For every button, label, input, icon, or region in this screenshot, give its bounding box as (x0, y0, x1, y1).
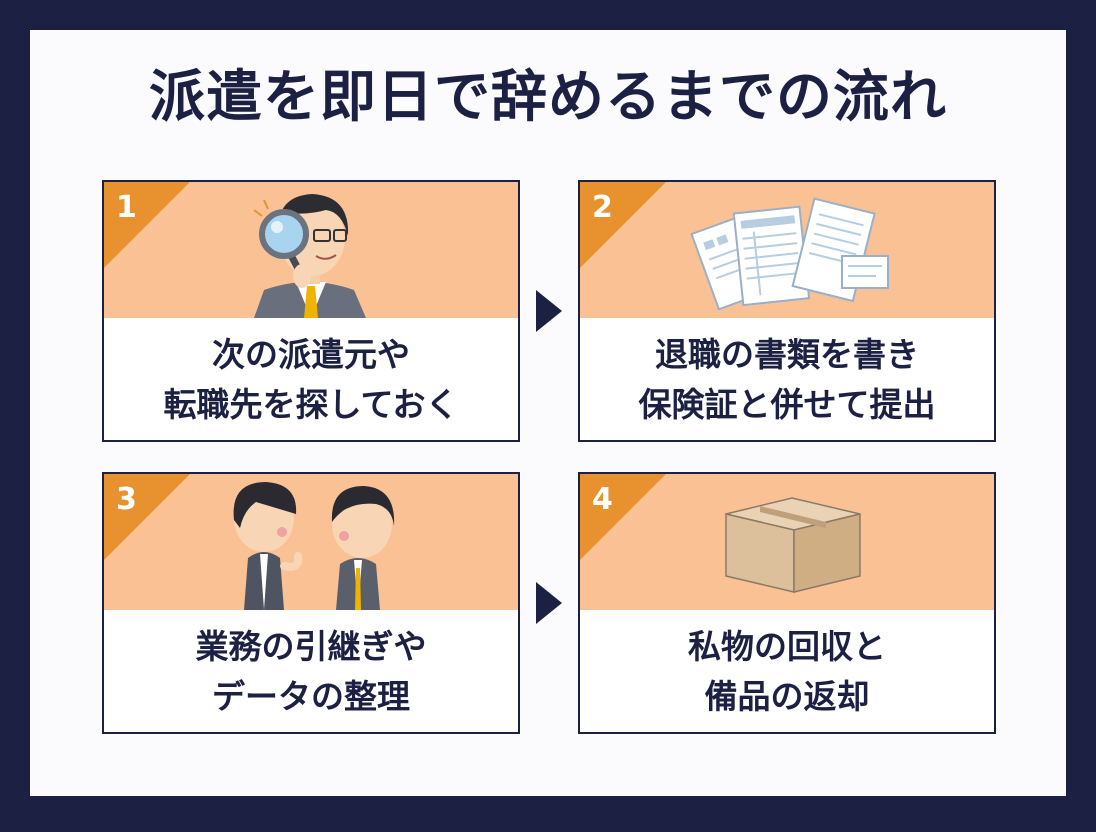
step-4-line-1: 私物の回収と (688, 627, 886, 666)
step-2-number: 2 (592, 190, 613, 225)
step-card-4: 4 私物の回収と 備品の返却 (578, 472, 996, 734)
magnifier-person-icon (253, 194, 366, 318)
step-1-line-2: 転職先を探しておく (163, 385, 459, 424)
step-1-line-1: 次の派遣元や (212, 335, 410, 374)
step-3-number: 3 (116, 482, 137, 517)
flow-arrow-right-2 (536, 582, 562, 624)
step-4-line-2: 備品の返却 (704, 677, 870, 716)
page-title: 派遣を即日で辞めるまでの流れ (149, 65, 947, 130)
step-4-text: 私物の回収と 備品の返却 (580, 610, 994, 732)
step-card-1: 1 次の派遣元や 転職先を探しておく (102, 180, 520, 442)
step-3-header (104, 474, 518, 610)
step-3-text: 業務の引継ぎや データの整理 (104, 610, 518, 732)
step-card-3: 3 業務の引継ぎや データの整理 (102, 472, 520, 734)
step-card-2: 2 退職の書類を書き 保険証と併せて提出 (578, 180, 996, 442)
flow-arrow-right-1 (536, 290, 562, 332)
step-2-line-2: 保険証と併せて提出 (638, 385, 936, 424)
step-2-line-1: 退職の書類を書き (655, 335, 919, 374)
step-4-number: 4 (592, 482, 613, 517)
step-1-text: 次の派遣元や 転職先を探しておく (104, 318, 518, 440)
conversation-icon (233, 482, 395, 610)
step-3-line-1: 業務の引継ぎや (195, 627, 427, 666)
step-1-number: 1 (116, 190, 137, 225)
documents-icon (690, 197, 889, 311)
cardboard-box-icon (725, 497, 861, 593)
step-3-line-2: データの整理 (212, 677, 410, 716)
step-2-text: 退職の書類を書き 保険証と併せて提出 (580, 318, 994, 440)
